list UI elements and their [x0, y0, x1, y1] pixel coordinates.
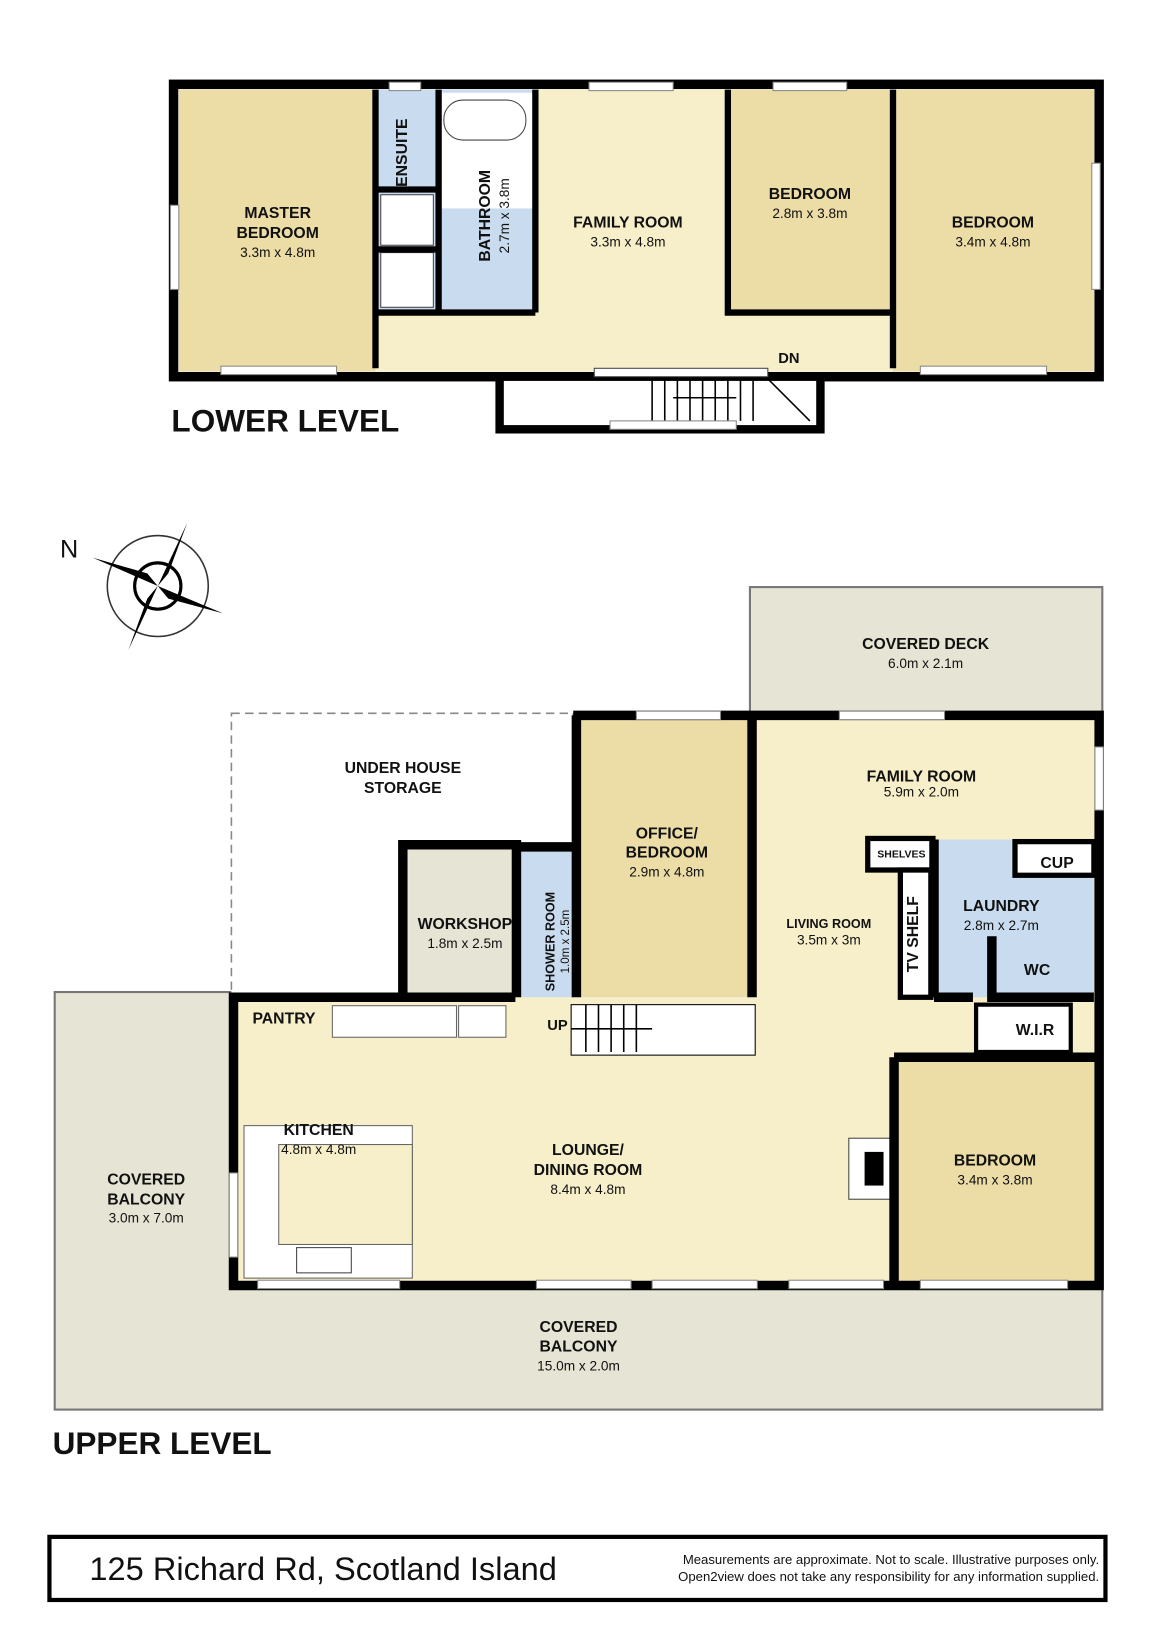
room-name: COVERED DECK [862, 636, 990, 653]
room-name: BEDROOM [769, 186, 851, 203]
footer-box: 125 Richard Rd, Scotland Island Measurem… [47, 1534, 1108, 1603]
room-size: 2.7m x 3.8m [497, 178, 512, 253]
upper-level-plan: COVERED DECK 6.0m x 2.1m UNDER HOUSE STO… [53, 586, 1104, 1411]
room-size: 3.4m x 4.8m [955, 234, 1030, 249]
room-name: FAMILY ROOM [867, 769, 977, 786]
compass-north-label: N [60, 536, 78, 564]
room-size: 3.3m x 4.8m [240, 245, 315, 260]
lower-level-plan: MASTER BEDROOM 3.3m x 4.8m ENSUITE BATHR… [168, 79, 1104, 434]
room-size: 1.0m x 2.5m [560, 910, 572, 974]
disclaimer: Open2view does not take any responsibili… [678, 1569, 1099, 1584]
room-size: 3.5m x 3m [797, 933, 861, 948]
room-name: WC [1024, 962, 1050, 979]
room-name: LOUNGE/ [552, 1142, 624, 1159]
stairs-label: UP [547, 1018, 568, 1034]
office-bedroom [576, 718, 753, 998]
room-name: BALCONY [540, 1339, 618, 1356]
sink-icon [296, 1247, 352, 1274]
room-size: 2.8m x 3.8m [772, 206, 847, 221]
room-name: BEDROOM [237, 225, 319, 242]
room-size: 8.4m x 4.8m [550, 1182, 625, 1197]
room-name: WORKSHOP [418, 916, 513, 933]
room-name: BEDROOM [626, 844, 708, 861]
room-name: OFFICE/ [636, 825, 699, 842]
bedroom-upper [894, 1057, 1100, 1284]
fridge [458, 1005, 507, 1038]
room-name: BALCONY [107, 1191, 185, 1208]
room-name: SHELVES [877, 848, 925, 860]
room-name: MASTER [244, 205, 311, 222]
master-bedroom [178, 89, 376, 372]
room-size: 5.9m x 2.0m [884, 784, 959, 799]
covered-balcony-front [54, 1285, 1103, 1410]
room-name: TV SHELF [905, 896, 922, 973]
room-size: 3.4m x 3.8m [957, 1173, 1032, 1188]
room-size: 15.0m x 2.0m [537, 1359, 620, 1374]
room-size: 3.3m x 4.8m [590, 234, 665, 249]
room-name: UNDER HOUSE [345, 760, 462, 777]
disclaimer: Measurements are approximate. Not to sca… [683, 1552, 1099, 1567]
room-size: 2.9m x 4.8m [629, 864, 704, 879]
room-size: 1.8m x 2.5m [427, 936, 502, 951]
room-size: 2.8m x 2.7m [964, 918, 1039, 933]
property-address: 125 Richard Rd, Scotland Island [89, 1550, 556, 1587]
room-name: W.I.R [1016, 1022, 1055, 1039]
room-name: COVERED [107, 1172, 185, 1189]
room-name: ENSUITE [394, 119, 411, 187]
room-name: STORAGE [364, 780, 442, 797]
room-name: SHOWER ROOM [543, 892, 557, 991]
room-size: 4.8m x 4.8m [281, 1142, 356, 1157]
room-name: BEDROOM [954, 1153, 1036, 1170]
cupboard [1012, 838, 1097, 878]
room-size: 3.0m x 7.0m [109, 1210, 184, 1225]
workshop [408, 844, 517, 998]
level-title: UPPER LEVEL [53, 1425, 272, 1461]
room-name: KITCHEN [284, 1122, 354, 1139]
shower-icon [380, 194, 434, 246]
bedroom-3 [892, 89, 1094, 372]
wir [973, 1002, 1073, 1055]
room-name: LAUNDRY [963, 898, 1040, 915]
room-name: LIVING ROOM [786, 917, 871, 931]
shower-icon [380, 252, 434, 308]
room-name: PANTRY [252, 1011, 316, 1028]
room-name: BATHROOM [477, 170, 494, 262]
room-name: CUP [1040, 855, 1073, 872]
room-name: BEDROOM [952, 214, 1034, 231]
level-title: LOWER LEVEL [171, 402, 399, 438]
shower-room [519, 846, 577, 998]
room-name: FAMILY ROOM [573, 214, 683, 231]
stairs-label: DN [778, 351, 799, 367]
room-size: 6.0m x 2.1m [888, 656, 963, 671]
room-name: COVERED [540, 1319, 618, 1336]
cooktop-bench [331, 1005, 458, 1038]
compass-icon [92, 522, 223, 651]
bathtub-icon [443, 99, 527, 141]
bedroom-2 [727, 89, 893, 313]
room-name: DINING ROOM [534, 1162, 643, 1179]
covered-deck [748, 586, 1104, 720]
